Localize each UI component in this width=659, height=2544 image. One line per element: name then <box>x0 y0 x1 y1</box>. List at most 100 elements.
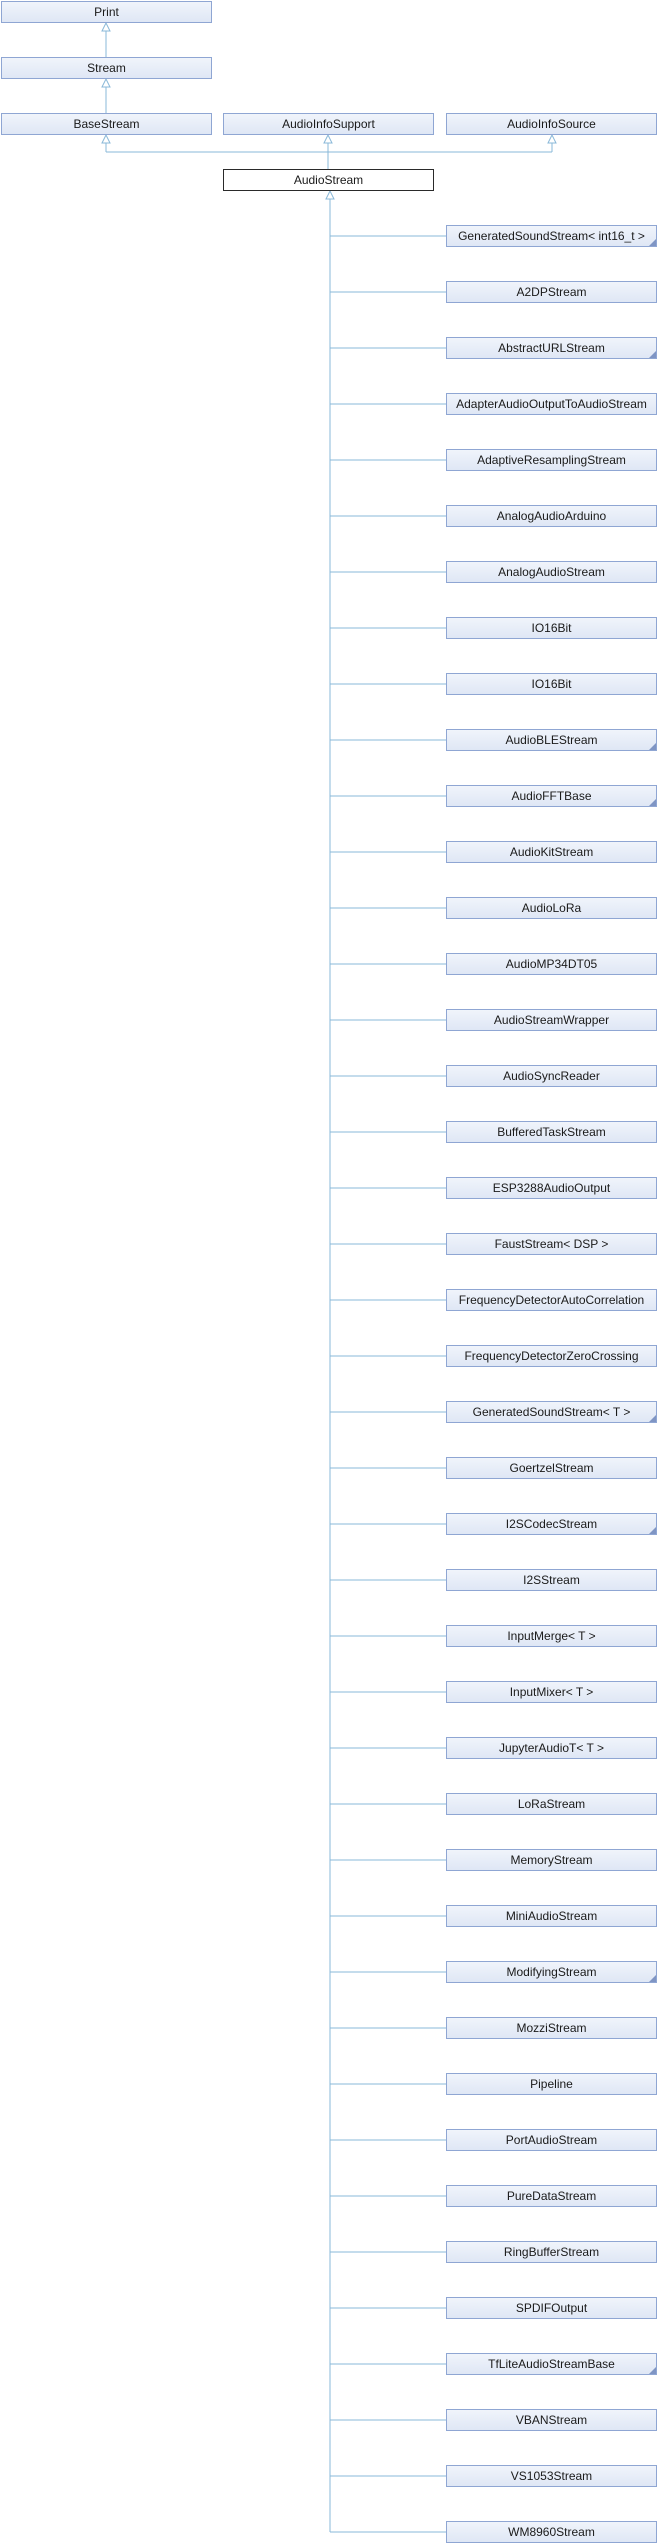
class-node-derived[interactable]: VS1053Stream <box>446 2465 657 2487</box>
collapsed-subtree-marker-icon <box>649 2367 656 2374</box>
class-label: GeneratedSoundStream< int16_t > <box>458 229 645 243</box>
class-node-derived[interactable]: ESP3288AudioOutput <box>446 1177 657 1199</box>
inheritance-arrowhead <box>101 77 111 88</box>
class-node-derived[interactable]: InputMerge< T > <box>446 1625 657 1647</box>
class-label: GeneratedSoundStream< T > <box>472 1405 631 1419</box>
collapsed-subtree-marker-icon <box>649 239 656 246</box>
class-node-derived[interactable]: IO16Bit <box>446 617 657 639</box>
collapsed-subtree-marker-icon <box>649 1415 656 1422</box>
class-label: BaseStream <box>73 117 140 131</box>
class-node-derived[interactable]: AbstractURLStream <box>446 337 657 359</box>
class-node-derived[interactable]: FrequencyDetectorAutoCorrelation <box>446 1289 657 1311</box>
class-label: PureDataStream <box>506 2189 597 2203</box>
class-node-derived[interactable]: AudioBLEStream <box>446 729 657 751</box>
class-label: FrequencyDetectorZeroCrossing <box>464 1349 639 1363</box>
class-node-derived[interactable]: AnalogAudioArduino <box>446 505 657 527</box>
class-node-derived[interactable]: AdapterAudioOutputToAudioStream <box>446 393 657 415</box>
class-label: IO16Bit <box>531 621 572 635</box>
inheritance-arrowhead <box>101 133 111 144</box>
class-label: AudioInfoSupport <box>282 117 375 131</box>
class-node-derived[interactable]: VBANStream <box>446 2409 657 2431</box>
class-node-derived[interactable]: BufferedTaskStream <box>446 1121 657 1143</box>
class-label: AudioKitStream <box>509 845 594 859</box>
class-node-derived[interactable]: MozziStream <box>446 2017 657 2039</box>
class-node-derived[interactable]: FaustStream< DSP > <box>446 1233 657 1255</box>
class-node-derived[interactable]: FrequencyDetectorZeroCrossing <box>446 1345 657 1367</box>
class-label: Print <box>94 5 119 19</box>
class-label: AnalogAudioArduino <box>496 509 607 523</box>
class-node-derived[interactable]: Pipeline <box>446 2073 657 2095</box>
class-label: I2SCodecStream <box>505 1517 598 1531</box>
class-label: BufferedTaskStream <box>497 1125 606 1139</box>
class-node-audio-info-support[interactable]: AudioInfoSupport <box>223 113 434 135</box>
class-node-stream[interactable]: Stream <box>1 57 212 79</box>
class-node-derived[interactable]: I2SCodecStream <box>446 1513 657 1535</box>
class-label: AudioInfoSource <box>507 117 596 131</box>
class-node-derived[interactable]: MemoryStream <box>446 1849 657 1871</box>
class-node-derived[interactable]: RingBufferStream <box>446 2241 657 2263</box>
class-label: AudioSyncReader <box>503 1069 600 1083</box>
collapsed-subtree-marker-icon <box>649 743 656 750</box>
class-label: AnalogAudioStream <box>498 565 605 579</box>
class-node-derived[interactable]: GeneratedSoundStream< T > <box>446 1401 657 1423</box>
class-label: MiniAudioStream <box>505 1909 598 1923</box>
class-node-base-stream[interactable]: BaseStream <box>1 113 212 135</box>
class-node-derived[interactable]: TfLiteAudioStreamBase <box>446 2353 657 2375</box>
class-label: RingBufferStream <box>503 2245 600 2259</box>
class-label: ESP3288AudioOutput <box>492 1181 611 1195</box>
class-label: LoRaStream <box>517 1797 586 1811</box>
class-node-derived[interactable]: AudioLoRa <box>446 897 657 919</box>
class-label: WM8960Stream <box>508 2525 595 2539</box>
class-node-derived[interactable]: AudioStreamWrapper <box>446 1009 657 1031</box>
class-label: JupyterAudioT< T > <box>499 1741 604 1755</box>
class-label: AdaptiveResamplingStream <box>477 453 626 467</box>
inheritance-arrowhead <box>325 189 335 200</box>
inheritance-arrowhead <box>323 133 333 144</box>
class-node-derived[interactable]: InputMixer< T > <box>446 1681 657 1703</box>
class-node-derived[interactable]: AudioFFTBase <box>446 785 657 807</box>
class-node-derived[interactable]: A2DPStream <box>446 281 657 303</box>
inheritance-arrowhead <box>547 133 557 144</box>
class-node-audio-stream-current: AudioStream <box>223 169 434 191</box>
class-node-print[interactable]: Print <box>1 1 212 23</box>
class-node-derived[interactable]: AudioKitStream <box>446 841 657 863</box>
class-node-derived[interactable]: GeneratedSoundStream< int16_t > <box>446 225 657 247</box>
inheritance-arrowhead <box>101 21 111 32</box>
class-node-derived[interactable]: ModifyingStream <box>446 1961 657 1983</box>
class-node-derived[interactable]: PortAudioStream <box>446 2129 657 2151</box>
class-label: AudioBLEStream <box>505 733 598 747</box>
class-node-derived[interactable]: WM8960Stream <box>446 2521 657 2543</box>
class-node-derived[interactable]: AnalogAudioStream <box>446 561 657 583</box>
class-node-derived[interactable]: JupyterAudioT< T > <box>446 1737 657 1759</box>
class-label: GoertzelStream <box>509 1461 594 1475</box>
class-node-derived[interactable]: SPDIFOutput <box>446 2297 657 2319</box>
class-label: Pipeline <box>530 2077 573 2091</box>
collapsed-subtree-marker-icon <box>649 1975 656 1982</box>
class-label: InputMerge< T > <box>507 1629 596 1643</box>
class-node-derived[interactable]: AdaptiveResamplingStream <box>446 449 657 471</box>
class-node-derived[interactable]: MiniAudioStream <box>446 1905 657 1927</box>
class-node-audio-info-source[interactable]: AudioInfoSource <box>446 113 657 135</box>
class-label: FaustStream< DSP > <box>494 1237 609 1251</box>
class-label: MemoryStream <box>510 1853 593 1867</box>
class-label: Stream <box>87 61 126 75</box>
class-node-derived[interactable]: LoRaStream <box>446 1793 657 1815</box>
class-node-derived[interactable]: PureDataStream <box>446 2185 657 2207</box>
class-label: MozziStream <box>516 2021 587 2035</box>
collapsed-subtree-marker-icon <box>649 351 656 358</box>
class-node-derived[interactable]: AudioMP34DT05 <box>446 953 657 975</box>
class-label: I2SStream <box>523 1573 580 1587</box>
class-label: AudioLoRa <box>521 901 582 915</box>
class-label: TfLiteAudioStreamBase <box>488 2357 615 2371</box>
class-label: VBANStream <box>515 2413 588 2427</box>
class-label: SPDIFOutput <box>515 2301 588 2315</box>
class-node-derived[interactable]: AudioSyncReader <box>446 1065 657 1087</box>
class-node-derived[interactable]: I2SStream <box>446 1569 657 1591</box>
collapsed-subtree-marker-icon <box>649 799 656 806</box>
class-label: PortAudioStream <box>505 2133 598 2147</box>
class-node-derived[interactable]: GoertzelStream <box>446 1457 657 1479</box>
class-node-derived[interactable]: IO16Bit <box>446 673 657 695</box>
class-label: IO16Bit <box>531 677 572 691</box>
